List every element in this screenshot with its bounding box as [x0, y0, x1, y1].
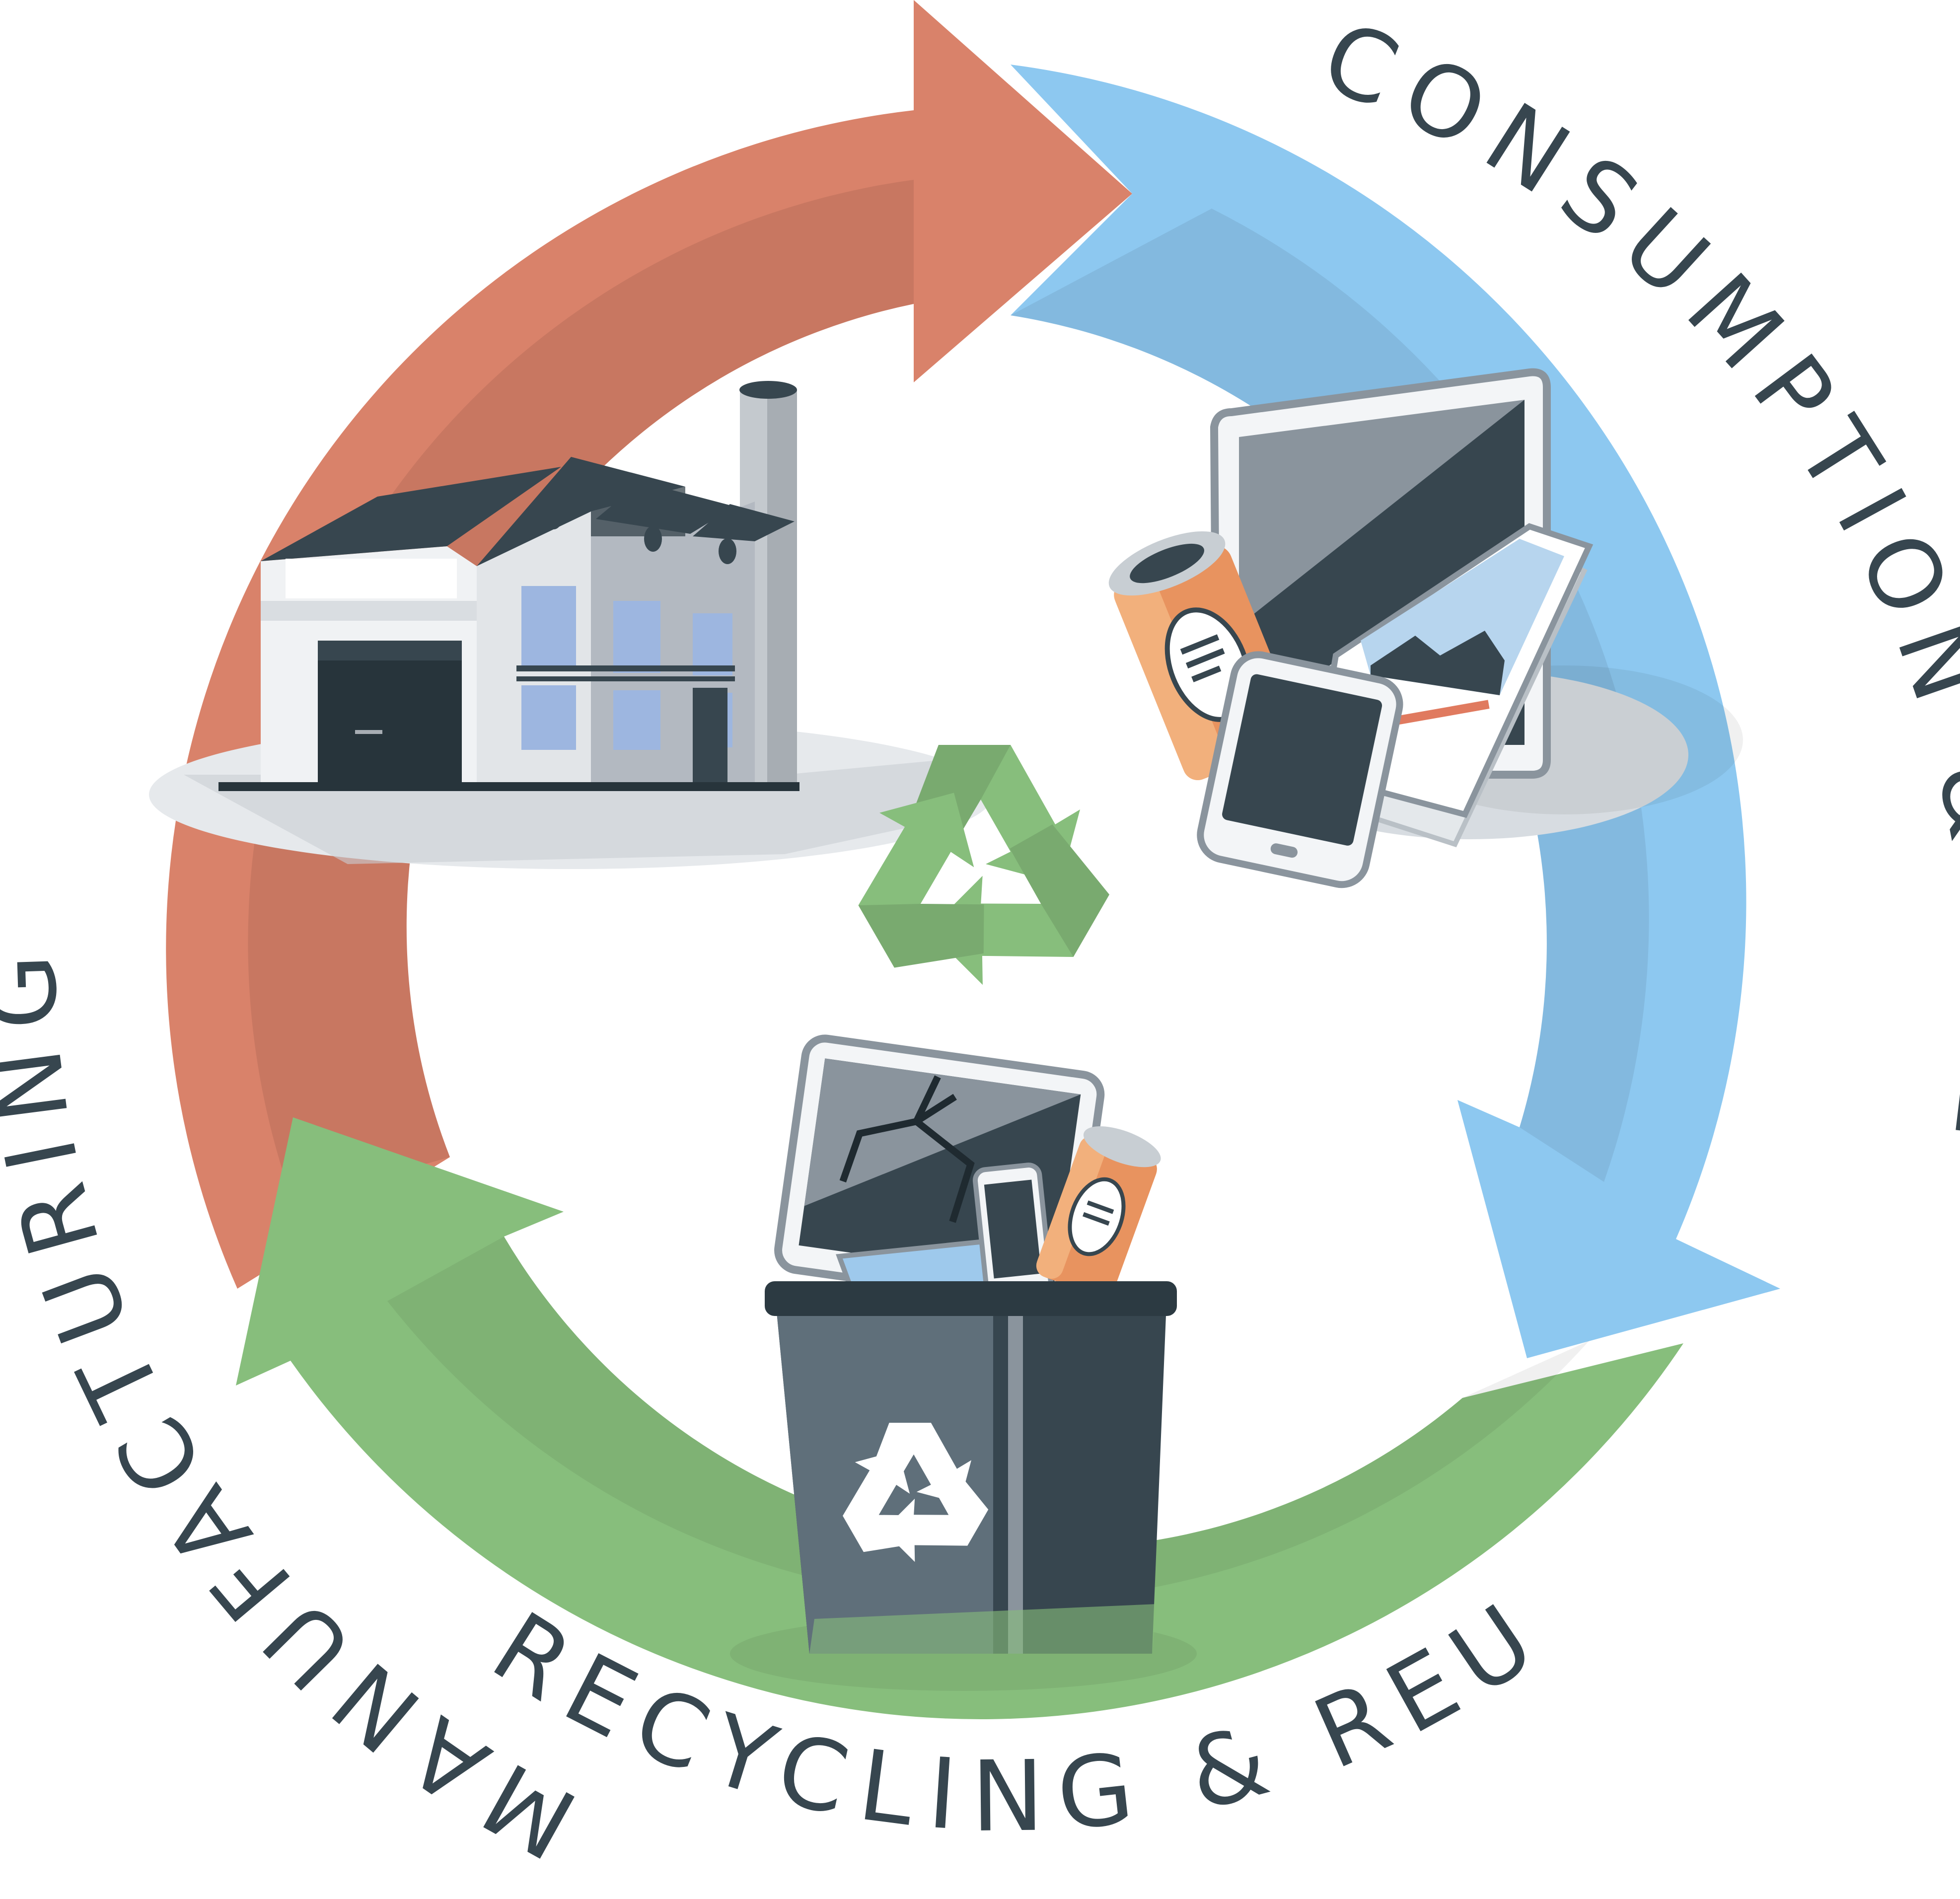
- electronics-and-can-icon: [1108, 368, 1743, 888]
- recycle-symbol-icon: [823, 745, 1126, 1018]
- recycling-arrow: [236, 1117, 1683, 1720]
- factory-icon: [149, 381, 993, 869]
- recycle-bin-icon: [730, 1034, 1197, 1691]
